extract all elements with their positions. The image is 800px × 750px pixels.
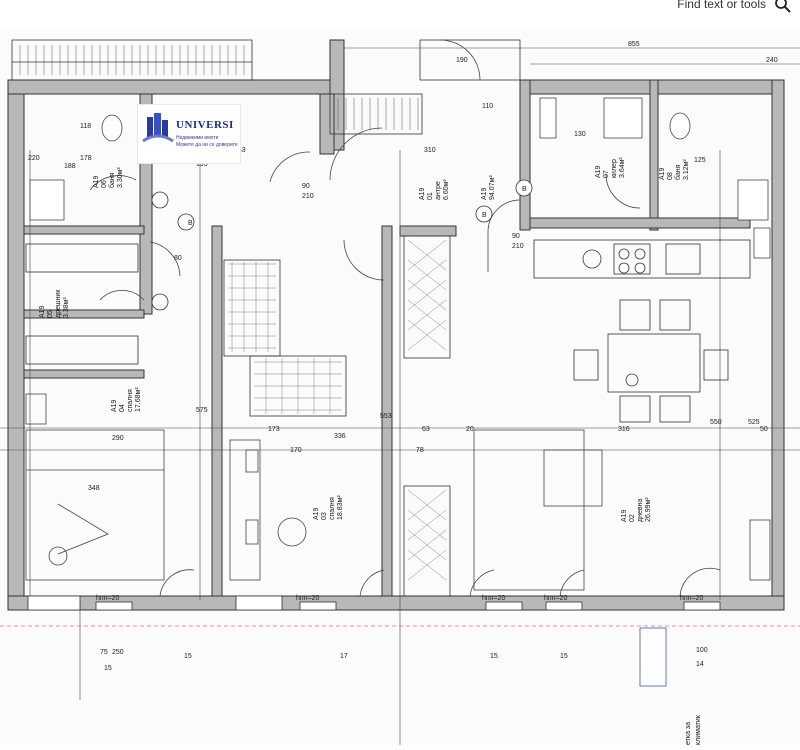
dim-20: 20 bbox=[466, 426, 474, 433]
window-sill-label: hпп=20 bbox=[544, 595, 567, 602]
dim-575: 575 bbox=[196, 407, 208, 414]
apartment-total-area: 94.07м² bbox=[489, 175, 496, 200]
room-name: баня bbox=[108, 172, 116, 188]
dim-170: 170 bbox=[290, 447, 302, 454]
dim-553: 553 bbox=[380, 413, 392, 420]
floor-plan-drawing: B B B 855 190 240 263 310 195 90 210 170… bbox=[0, 39, 800, 745]
dim-90: 90 bbox=[512, 233, 520, 240]
window-sill-label: hпп=20 bbox=[96, 595, 119, 602]
dim-310: 310 bbox=[424, 147, 436, 154]
room-name: килер bbox=[611, 159, 618, 178]
dim-348: 348 bbox=[88, 485, 100, 492]
ac-note: климатик bbox=[695, 714, 702, 745]
dim-75: 75 bbox=[100, 649, 108, 656]
door-mark: B bbox=[522, 186, 527, 193]
room-number: 05 bbox=[47, 310, 54, 318]
door-mark: B bbox=[188, 220, 193, 227]
room-area: 17.68м² bbox=[135, 387, 142, 412]
dim-15: 15 bbox=[184, 653, 192, 660]
dim-250: 250 bbox=[112, 649, 124, 656]
dim-15: 15 bbox=[490, 653, 498, 660]
room-area: 18.83м² bbox=[337, 495, 344, 520]
room-number: 07 bbox=[603, 170, 610, 178]
dim-336: 336 bbox=[334, 433, 346, 440]
room-area: 3.64м² bbox=[619, 157, 626, 178]
room-code: A19 bbox=[313, 507, 320, 520]
dim-525: 525 bbox=[748, 419, 760, 426]
dim-195: 195 bbox=[196, 161, 208, 168]
dim-80: 80 bbox=[174, 255, 182, 262]
room-number: 08 bbox=[667, 172, 674, 180]
room-code: A19 bbox=[659, 167, 666, 180]
room-number: 06 bbox=[101, 180, 108, 188]
agency-name: UNIVERSI bbox=[176, 119, 234, 131]
dim-118: 118 bbox=[80, 123, 91, 130]
room-number: 02 bbox=[629, 514, 636, 522]
room-code: A19 bbox=[111, 399, 118, 412]
dim-188: 188 bbox=[64, 163, 76, 170]
room-number: 04 bbox=[119, 404, 126, 412]
room-name: спалня bbox=[127, 389, 134, 412]
room-name: дрешник bbox=[55, 289, 62, 318]
room-code: A19 bbox=[595, 165, 602, 178]
room-code: A19 bbox=[621, 509, 628, 522]
dim-210: 210 bbox=[302, 193, 314, 200]
room-number: 01 bbox=[427, 192, 434, 200]
apartment-code: A19 bbox=[481, 187, 488, 200]
find-text-tools-link[interactable]: Find text or tools bbox=[677, 0, 766, 11]
room-number: 03 bbox=[321, 512, 328, 520]
window-sill-label: hпп=20 bbox=[680, 595, 703, 602]
dim-240: 240 bbox=[766, 57, 778, 64]
dim-290: 290 bbox=[112, 435, 124, 442]
dim-50: 50 bbox=[760, 426, 768, 433]
dim-130: 130 bbox=[574, 131, 586, 138]
dim-15: 15 bbox=[104, 665, 112, 672]
window-sill-label: hпп=20 bbox=[482, 595, 505, 602]
dim-90: 90 bbox=[302, 183, 310, 190]
room-name: дневна bbox=[637, 499, 644, 522]
room-name: спалня bbox=[329, 497, 336, 520]
dim-190: 190 bbox=[456, 57, 468, 64]
dim-63: 63 bbox=[422, 426, 430, 433]
dim-15: 15 bbox=[560, 653, 568, 660]
dim-855: 855 bbox=[628, 41, 640, 48]
dim-550: 550 bbox=[710, 419, 722, 426]
building-handshake-icon bbox=[142, 113, 174, 143]
ac-note: етка за bbox=[685, 722, 692, 745]
window-sill-label: hпп=20 bbox=[296, 595, 319, 602]
dim-220: 220 bbox=[28, 155, 40, 162]
dim-110: 110 bbox=[482, 103, 493, 110]
room-code: A19 bbox=[419, 187, 426, 200]
room-name: баня bbox=[674, 164, 682, 180]
door-mark: B bbox=[482, 212, 487, 219]
room-name: антре bbox=[435, 181, 442, 200]
search-icon[interactable] bbox=[774, 0, 792, 14]
room-area: 3.12м² bbox=[683, 159, 690, 180]
dim-14: 14 bbox=[696, 661, 704, 668]
room-area: 3.38м² bbox=[63, 297, 70, 318]
floor-plan: B B B 855 190 240 263 310 195 90 210 170… bbox=[0, 28, 800, 745]
dim-173: 173 bbox=[268, 426, 280, 433]
room-code: A19 bbox=[39, 305, 46, 318]
viewer-toolbar: Find text or tools bbox=[0, 0, 800, 28]
dim-210: 210 bbox=[512, 243, 524, 250]
dim-78: 78 bbox=[416, 447, 424, 454]
room-area: 6.60м² bbox=[443, 179, 450, 200]
dim-125: 125 bbox=[694, 157, 706, 164]
room-area: 3.30м² bbox=[117, 167, 124, 188]
dim-100: 100 bbox=[696, 647, 708, 654]
dim-17: 17 bbox=[340, 653, 348, 660]
room-area: 26.99м² bbox=[645, 497, 652, 522]
room-code: A19 bbox=[93, 175, 100, 188]
dim-178: 178 bbox=[80, 155, 92, 162]
dim-316: 316 bbox=[618, 426, 630, 433]
